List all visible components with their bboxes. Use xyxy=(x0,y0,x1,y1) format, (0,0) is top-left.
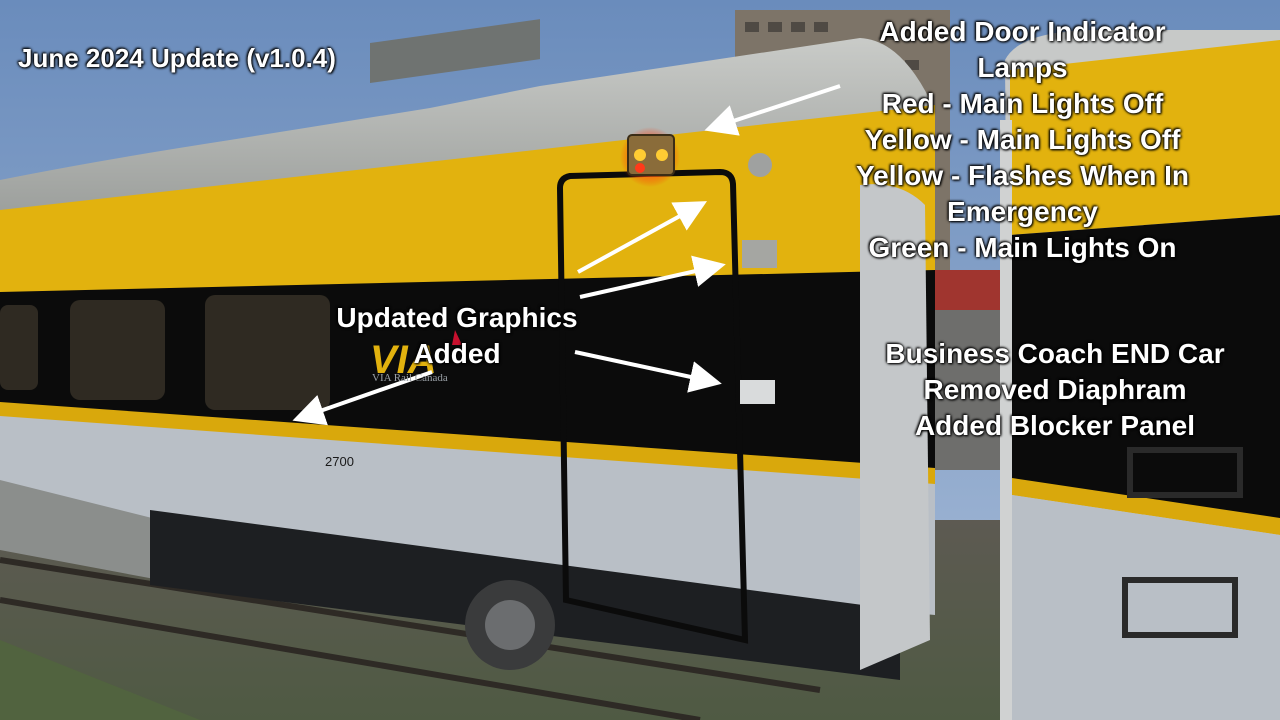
arrow-icon xyxy=(579,255,726,299)
caption-line: Yellow - Main Lights Off xyxy=(864,124,1181,155)
caption-line: Added xyxy=(413,338,501,369)
caption-line: Updated Graphics xyxy=(336,302,578,333)
caption-line: Business Coach END Car xyxy=(885,338,1225,369)
annotation-arrows xyxy=(292,84,841,426)
end-car-caption: Business Coach END Car Removed Diaphram … xyxy=(850,336,1260,444)
caption-line: Added Door Indicator xyxy=(879,16,1166,47)
update-title: June 2024 Update (v1.0.4) xyxy=(18,43,336,73)
door-lamps-caption: Added Door Indicator Lamps Red - Main Li… xyxy=(820,14,1225,266)
grass xyxy=(0,640,200,720)
rails xyxy=(0,557,821,720)
arrow-icon xyxy=(574,350,722,393)
door-indicator-lamp-icon xyxy=(620,127,680,187)
caption-line: Yellow - Flashes When In xyxy=(856,160,1189,191)
caption-line: Removed Diaphram xyxy=(923,374,1187,405)
caption-line: Green - Main Lights On xyxy=(868,232,1177,263)
caption-line: Emergency xyxy=(947,196,1098,227)
caption-line: Added Blocker Panel xyxy=(914,410,1196,441)
caption-line: Lamps xyxy=(977,52,1068,83)
car-number: 2700 xyxy=(325,454,354,469)
brand-subtitle: VIA Rail Canada xyxy=(372,372,448,384)
caption-line: Red - Main Lights Off xyxy=(881,88,1164,119)
graphics-caption: Updated Graphics Added xyxy=(312,300,602,372)
end-car xyxy=(1000,30,1280,720)
maple-leaf-icon xyxy=(452,330,462,345)
arrow-icon xyxy=(577,201,708,274)
arrow-icon xyxy=(292,370,433,426)
arrow-icon xyxy=(704,84,841,136)
coach-body xyxy=(0,19,935,680)
